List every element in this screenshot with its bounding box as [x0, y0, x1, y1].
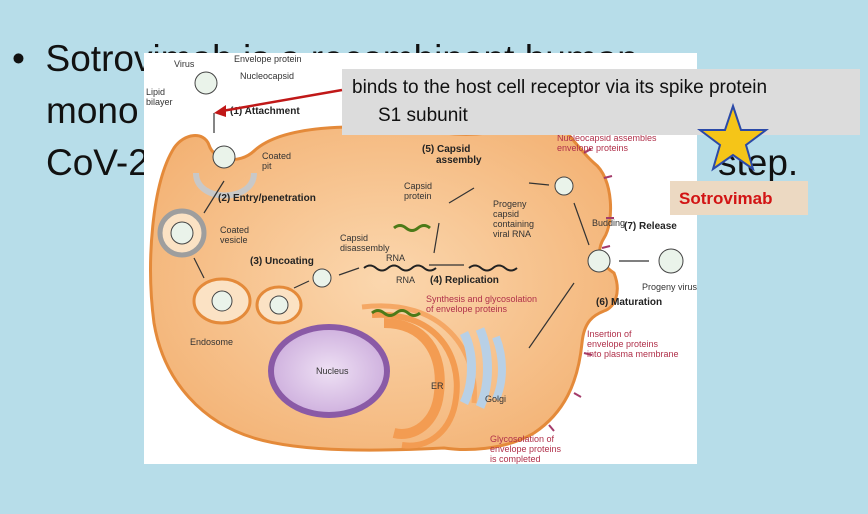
label-glyco-1: Glycosolation of: [490, 434, 555, 444]
label-progeny-capsid-1: Progeny: [493, 199, 527, 209]
step1-text: Attachment: [244, 106, 300, 117]
step3-num: 3: [253, 256, 259, 267]
label-insertion-1: Insertion of: [587, 329, 632, 339]
label-capsid-disassembly-1: Capsid: [340, 233, 369, 243]
label-insertion-2: envelope proteins: [587, 339, 659, 349]
er-shape: [383, 318, 445, 439]
label-progeny-capsid-3: containing: [493, 219, 535, 229]
bullet: •: [12, 38, 25, 79]
label-lipid-2: bilayer: [146, 97, 173, 107]
step4-text: Replication: [445, 275, 499, 286]
label-progeny-capsid-4: viral RNA: [493, 229, 532, 239]
label-endosome: Endosome: [190, 337, 234, 347]
label-step-replication: (4) Replication: [430, 275, 499, 286]
callout-line-1: binds to the host cell receptor via its …: [352, 77, 768, 98]
label-step-capsid-assembly: (5) Capsid: [422, 144, 471, 155]
star-icon: [697, 102, 769, 172]
label-budding: Budding: [592, 218, 626, 228]
label-golgi: Golgi: [485, 394, 507, 404]
label-capsid-protein-1: Capsid: [404, 181, 433, 191]
drug-label-text: Sotrovimab: [679, 189, 773, 208]
cell-illustration: [149, 71, 684, 452]
callout-line-2: S1 subunit: [378, 105, 468, 126]
label-synthesis-2: of envelope proteins: [426, 304, 508, 314]
label-er: ER: [431, 381, 444, 391]
label-step-capsid-assembly-2: assembly: [436, 155, 482, 166]
step7-num: 7: [627, 221, 633, 232]
label-step-uncoating: (3) Uncoating: [250, 256, 314, 267]
step7-text: Release: [639, 221, 677, 232]
step6-text: Maturation: [611, 297, 663, 308]
label-progeny-virus: Progeny virus: [642, 282, 697, 292]
golgi-shape: [459, 330, 476, 406]
label-envelope-protein: Envelope protein: [234, 54, 302, 64]
label-nucleocapsid-assembles-1: Nucleocapsid assembles: [557, 133, 657, 143]
label-virus: Virus: [174, 59, 195, 69]
label-step-release: (7) Release: [624, 221, 677, 232]
label-nucleocapsid: Nucleocapsid: [240, 71, 295, 81]
drug-label-box: Sotrovimab: [670, 181, 808, 215]
slide-line-2: mono: [12, 85, 846, 137]
label-nucleocapsid-assembles-2: envelope proteins: [557, 143, 629, 153]
callout-arrow: [221, 88, 343, 113]
step5-text-1: Capsid: [437, 144, 471, 155]
label-coated-vesicle-2: vesicle: [220, 235, 248, 245]
label-rna-1: RNA: [386, 253, 406, 263]
slide-line-3-start: CoV-2: [46, 142, 149, 183]
label-lipid-1: Lipid: [146, 87, 166, 97]
step1-num: 1: [233, 106, 239, 117]
label-rna-2: RNA: [396, 275, 416, 285]
label-progeny-capsid-2: capsid: [493, 209, 520, 219]
step2-text: Entry/penetration: [233, 193, 316, 204]
callout-arrow-head: [214, 105, 226, 117]
step4-num: 4: [433, 275, 439, 286]
label-step-maturation: (6) Maturation: [596, 297, 663, 308]
label-coated-vesicle-1: Coated: [220, 225, 250, 235]
label-step-entry: (2) Entry/penetration: [218, 193, 316, 204]
step6-num: 6: [599, 297, 605, 308]
step5-num: 5: [425, 144, 431, 155]
label-insertion-3: into plasma membrane: [587, 349, 679, 359]
step2-num: 2: [221, 193, 227, 204]
label-capsid-protein-2: protein: [404, 191, 432, 201]
label-glyco-3: is completed: [490, 454, 541, 464]
label-capsid-disassembly-2: disassembly: [340, 243, 390, 253]
label-nucleus: Nucleus: [316, 366, 349, 376]
callout-box: binds to the host cell receptor via its …: [342, 69, 860, 135]
label-coated-pit-1: Coated: [262, 151, 292, 161]
label-glyco-2: envelope proteins: [490, 444, 562, 454]
step3-text: Uncoating: [265, 256, 314, 267]
label-step-attachment: (1) Attachment: [230, 106, 300, 117]
label-coated-pit-2: pit: [262, 161, 272, 171]
label-synthesis-1: Synthesis and glycosolation: [426, 294, 538, 304]
virus-icon: [170, 71, 684, 315]
nucleus-shape: [268, 324, 390, 418]
slide-line-2-text: mono: [46, 90, 139, 131]
